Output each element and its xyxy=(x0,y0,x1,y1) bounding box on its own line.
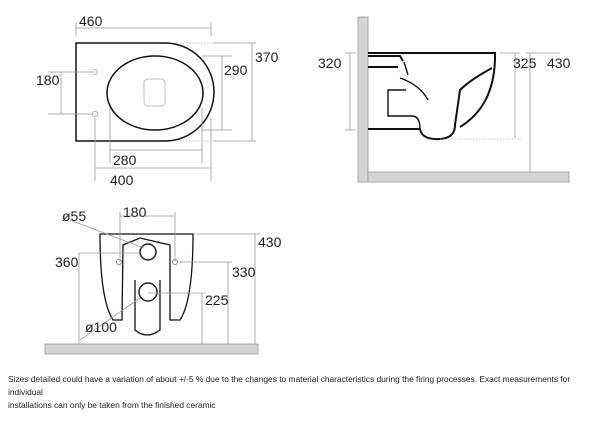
dim-outlet-diameter: ø100 xyxy=(85,319,117,335)
dim-inlet-diameter: ø55 xyxy=(62,208,86,224)
dim-front-fixing-distance: 180 xyxy=(123,204,147,220)
dim-rim-height: 325 xyxy=(513,55,537,71)
top-view: 460 370 290 180 280 400 xyxy=(36,13,279,188)
front-view: ø55 180 430 360 330 225 ø100 xyxy=(44,204,282,355)
dim-fixing-distance: 180 xyxy=(36,72,60,88)
dim-projection: 400 xyxy=(110,172,134,188)
side-view: 320 325 430 xyxy=(318,16,571,183)
wall xyxy=(357,16,369,183)
dim-front-total-height: 430 xyxy=(258,234,282,250)
dim-seat-width: 290 xyxy=(224,62,248,78)
floor xyxy=(44,343,259,355)
dim-inlet-height: 360 xyxy=(55,254,79,270)
note-line-2: installations can only be taken from the… xyxy=(8,400,216,410)
dim-width: 460 xyxy=(79,13,103,29)
disclaimer-note: Sizes detailed could have a variation of… xyxy=(8,373,598,412)
floor xyxy=(367,171,570,183)
dim-total-height: 430 xyxy=(547,55,571,71)
dim-seat-depth: 280 xyxy=(113,152,137,168)
note-line-1: Sizes detailed could have a variation of… xyxy=(8,374,571,397)
dim-depth-total: 370 xyxy=(255,49,279,65)
dim-fixing-height: 320 xyxy=(318,55,342,71)
dim-front-fixing-height: 330 xyxy=(232,264,256,280)
dim-outlet-height: 225 xyxy=(205,292,229,308)
